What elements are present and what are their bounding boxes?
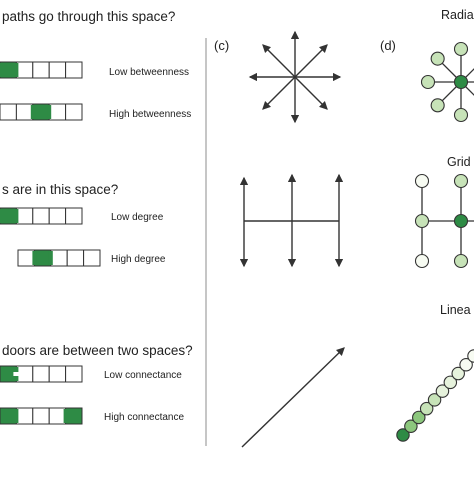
radial-title: Radia (441, 8, 474, 22)
room-cell (66, 62, 82, 78)
radial-network (422, 43, 474, 122)
room-cell (49, 104, 65, 120)
room-cell (49, 208, 65, 224)
room-cell (49, 366, 65, 382)
linear-arrow-diagram (242, 348, 344, 447)
room-cell (16, 408, 32, 424)
panel-c-label: (c) (214, 38, 229, 53)
room-cell-highlighted (0, 408, 16, 424)
room-cell (33, 62, 49, 78)
room-cell (33, 408, 49, 424)
room-cell (66, 208, 82, 224)
room-cell (67, 250, 83, 266)
radial-node (455, 43, 468, 56)
grid-node (416, 175, 429, 188)
door-gap (47, 105, 51, 119)
door-gap (31, 105, 35, 119)
grid-title: Grid (447, 155, 471, 169)
door-gap (14, 63, 18, 77)
label-high-connectance: High connectance (104, 412, 184, 423)
door-gap (14, 409, 18, 423)
grid-network (416, 175, 474, 268)
label-low-degree: Low degree (111, 212, 164, 223)
room-cell-highlighted (0, 62, 16, 78)
room-cell (0, 104, 16, 120)
door-gap (32, 251, 36, 265)
room-cell (33, 366, 49, 382)
grid-node (416, 215, 429, 228)
room-cell-highlighted (33, 104, 49, 120)
panel-d-label: (d) (380, 38, 396, 53)
grid-node (416, 255, 429, 268)
question-connectance: doors are between two spaces? (2, 343, 193, 358)
linear-title: Linea (440, 303, 471, 317)
strip-low-betweenness (0, 62, 82, 78)
radial-node (431, 52, 444, 65)
room-cell (16, 62, 32, 78)
room-cell (18, 250, 34, 266)
door-gap (64, 409, 68, 423)
linear-network (397, 350, 474, 441)
wall-segment (13, 372, 19, 376)
question-betweenness: paths go through this space? (2, 9, 175, 24)
room-cell (16, 208, 32, 224)
strip-high-degree (18, 250, 100, 266)
strip-low-connectance (0, 366, 82, 382)
door-gap (14, 376, 18, 381)
room-cell-highlighted (34, 250, 50, 266)
radial-node (455, 109, 468, 122)
room-cell (49, 408, 65, 424)
label-low-betweenness: Low betweenness (109, 67, 189, 78)
strip-high-connectance (0, 408, 82, 424)
corridor-strips (0, 62, 100, 424)
label-low-connectance: Low connectance (104, 370, 182, 381)
grid-node (455, 255, 468, 268)
room-cell-highlighted (66, 408, 82, 424)
strip-low-degree (0, 208, 82, 224)
door-gap (0, 63, 2, 77)
strip-high-betweenness (0, 104, 82, 120)
radial-arrows-diagram (250, 32, 340, 122)
room-cell (51, 250, 67, 266)
grid-node (455, 215, 468, 228)
room-cell (49, 62, 65, 78)
door-gap (14, 209, 18, 223)
room-cell (66, 104, 82, 120)
room-cell-highlighted (0, 208, 16, 224)
door-gap (49, 251, 53, 265)
radial-node (455, 76, 468, 89)
door-gap (0, 209, 2, 223)
room-cell (66, 366, 82, 382)
grid-arrows-diagram (244, 175, 339, 266)
room-cell (16, 104, 32, 120)
room-cell (84, 250, 100, 266)
radial-node (431, 99, 444, 112)
door-gap (14, 367, 18, 372)
question-degree: s are in this space? (2, 182, 118, 197)
grid-node (455, 175, 468, 188)
radial-node (422, 76, 435, 89)
room-cell (33, 208, 49, 224)
label-high-betweenness: High betweenness (109, 109, 191, 120)
label-high-degree: High degree (111, 254, 166, 265)
